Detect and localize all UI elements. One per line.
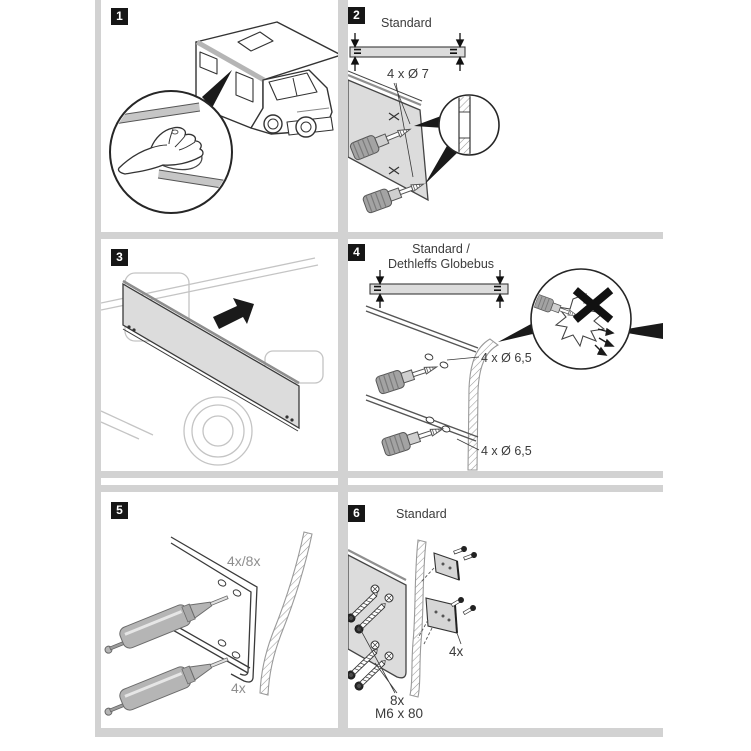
wall-strip-cross-section bbox=[259, 531, 313, 696]
row-divider-top bbox=[95, 471, 663, 478]
hole-spec-label-top: 4 x Ø 6,5 bbox=[481, 351, 532, 365]
hole-detail-circle bbox=[438, 94, 500, 156]
cleaning-detail-circle bbox=[109, 90, 233, 214]
row-divider-bottom bbox=[95, 485, 663, 492]
bracket-screw bbox=[452, 544, 469, 556]
rail-edge-top bbox=[365, 305, 479, 353]
hole-spec-label: 4 x Ø 7 bbox=[387, 66, 429, 81]
pointer-wedge bbox=[414, 116, 444, 128]
sealant-qty-label-bottom: 4x bbox=[231, 680, 246, 696]
caulk-gun bbox=[101, 647, 234, 721]
callout-arrow-icon bbox=[202, 70, 232, 108]
sealant-application-diagram bbox=[101, 531, 313, 721]
rail-bar-top-view bbox=[349, 33, 466, 71]
screw-qty-label: 8x bbox=[390, 693, 405, 708]
awning-rail-drawing bbox=[122, 279, 300, 432]
panel-step-4: 4 Standard / Dethleffs Globebus 4 x Ø 6,… bbox=[348, 239, 663, 471]
bracket-screw bbox=[462, 603, 478, 617]
bracket-screw bbox=[462, 550, 479, 562]
bracket-qty-label: 4x bbox=[449, 644, 464, 659]
row-gutter-1 bbox=[95, 232, 663, 239]
panel-step-2: 2 Standard 4 x Ø 7 bbox=[348, 0, 663, 232]
drill-wall-diagram bbox=[365, 268, 663, 471]
left-edge-strip bbox=[95, 0, 101, 737]
rail-corner-drawing bbox=[170, 536, 258, 683]
sealant-qty-label-top: 4x/8x bbox=[227, 553, 261, 569]
rail-edge-bottom bbox=[365, 394, 479, 442]
wrong-method-detail-circle bbox=[530, 268, 632, 370]
vehicle-side-lines bbox=[101, 257, 324, 466]
lower-wall-bracket bbox=[417, 597, 462, 645]
panel-step-3: 3 bbox=[101, 239, 338, 471]
drill-holes bbox=[217, 579, 242, 659]
rail-bar-top-view bbox=[369, 270, 509, 308]
panel-step-5: 5 4x/8x 4x bbox=[101, 492, 338, 728]
pointer-wedge bbox=[615, 323, 663, 339]
step-badge-5: 5 bbox=[111, 502, 128, 519]
pointer-wedge bbox=[425, 144, 458, 184]
variant-label: Standard / Dethleffs Globebus bbox=[356, 242, 526, 272]
drill-rail-diagram bbox=[348, 33, 500, 215]
step-badge-1: 1 bbox=[111, 8, 128, 25]
rail-back-plate bbox=[348, 549, 407, 679]
motorhome-cleaning-illustration bbox=[109, 21, 338, 214]
rail-placement-illustration bbox=[101, 257, 324, 466]
step-badge-6: 6 bbox=[348, 505, 365, 522]
bottom-bar bbox=[95, 728, 663, 737]
pointer-wedge bbox=[498, 324, 537, 342]
step-badge-3: 3 bbox=[111, 249, 128, 266]
panel-step-6: 6 Standard 4x 8x M6 x 80 bbox=[348, 492, 663, 728]
panel-step-1: 1 bbox=[101, 0, 338, 232]
variant-line-2: Dethleffs Globebus bbox=[387, 257, 495, 271]
screw-spec-label: M6 x 80 bbox=[375, 706, 424, 721]
wall-strip-cross-section bbox=[467, 338, 500, 471]
step-badge-4: 4 bbox=[348, 244, 365, 261]
bracket-screw bbox=[450, 595, 466, 609]
spray-arrows bbox=[594, 327, 615, 356]
direction-arrow-icon bbox=[213, 298, 254, 329]
prohibition-x-icon bbox=[572, 287, 614, 323]
label-lines bbox=[357, 624, 398, 694]
wall-strip-cross-section bbox=[409, 539, 427, 698]
variant-label: Standard bbox=[396, 507, 447, 521]
column-gutter bbox=[338, 0, 348, 737]
hole-spec-label-bottom: 4 x Ø 6,5 bbox=[481, 444, 532, 458]
step-badge-2: 2 bbox=[348, 7, 365, 24]
drill-holes bbox=[424, 353, 451, 433]
variant-label: Standard bbox=[381, 16, 432, 30]
variant-line-1: Standard / bbox=[412, 242, 470, 256]
mounting-bolt bbox=[352, 657, 389, 693]
screwdriver-bit bbox=[374, 357, 441, 396]
label-lines bbox=[446, 356, 480, 451]
upper-wall-bracket bbox=[420, 552, 460, 583]
bolt-mounting-diagram bbox=[348, 539, 479, 698]
